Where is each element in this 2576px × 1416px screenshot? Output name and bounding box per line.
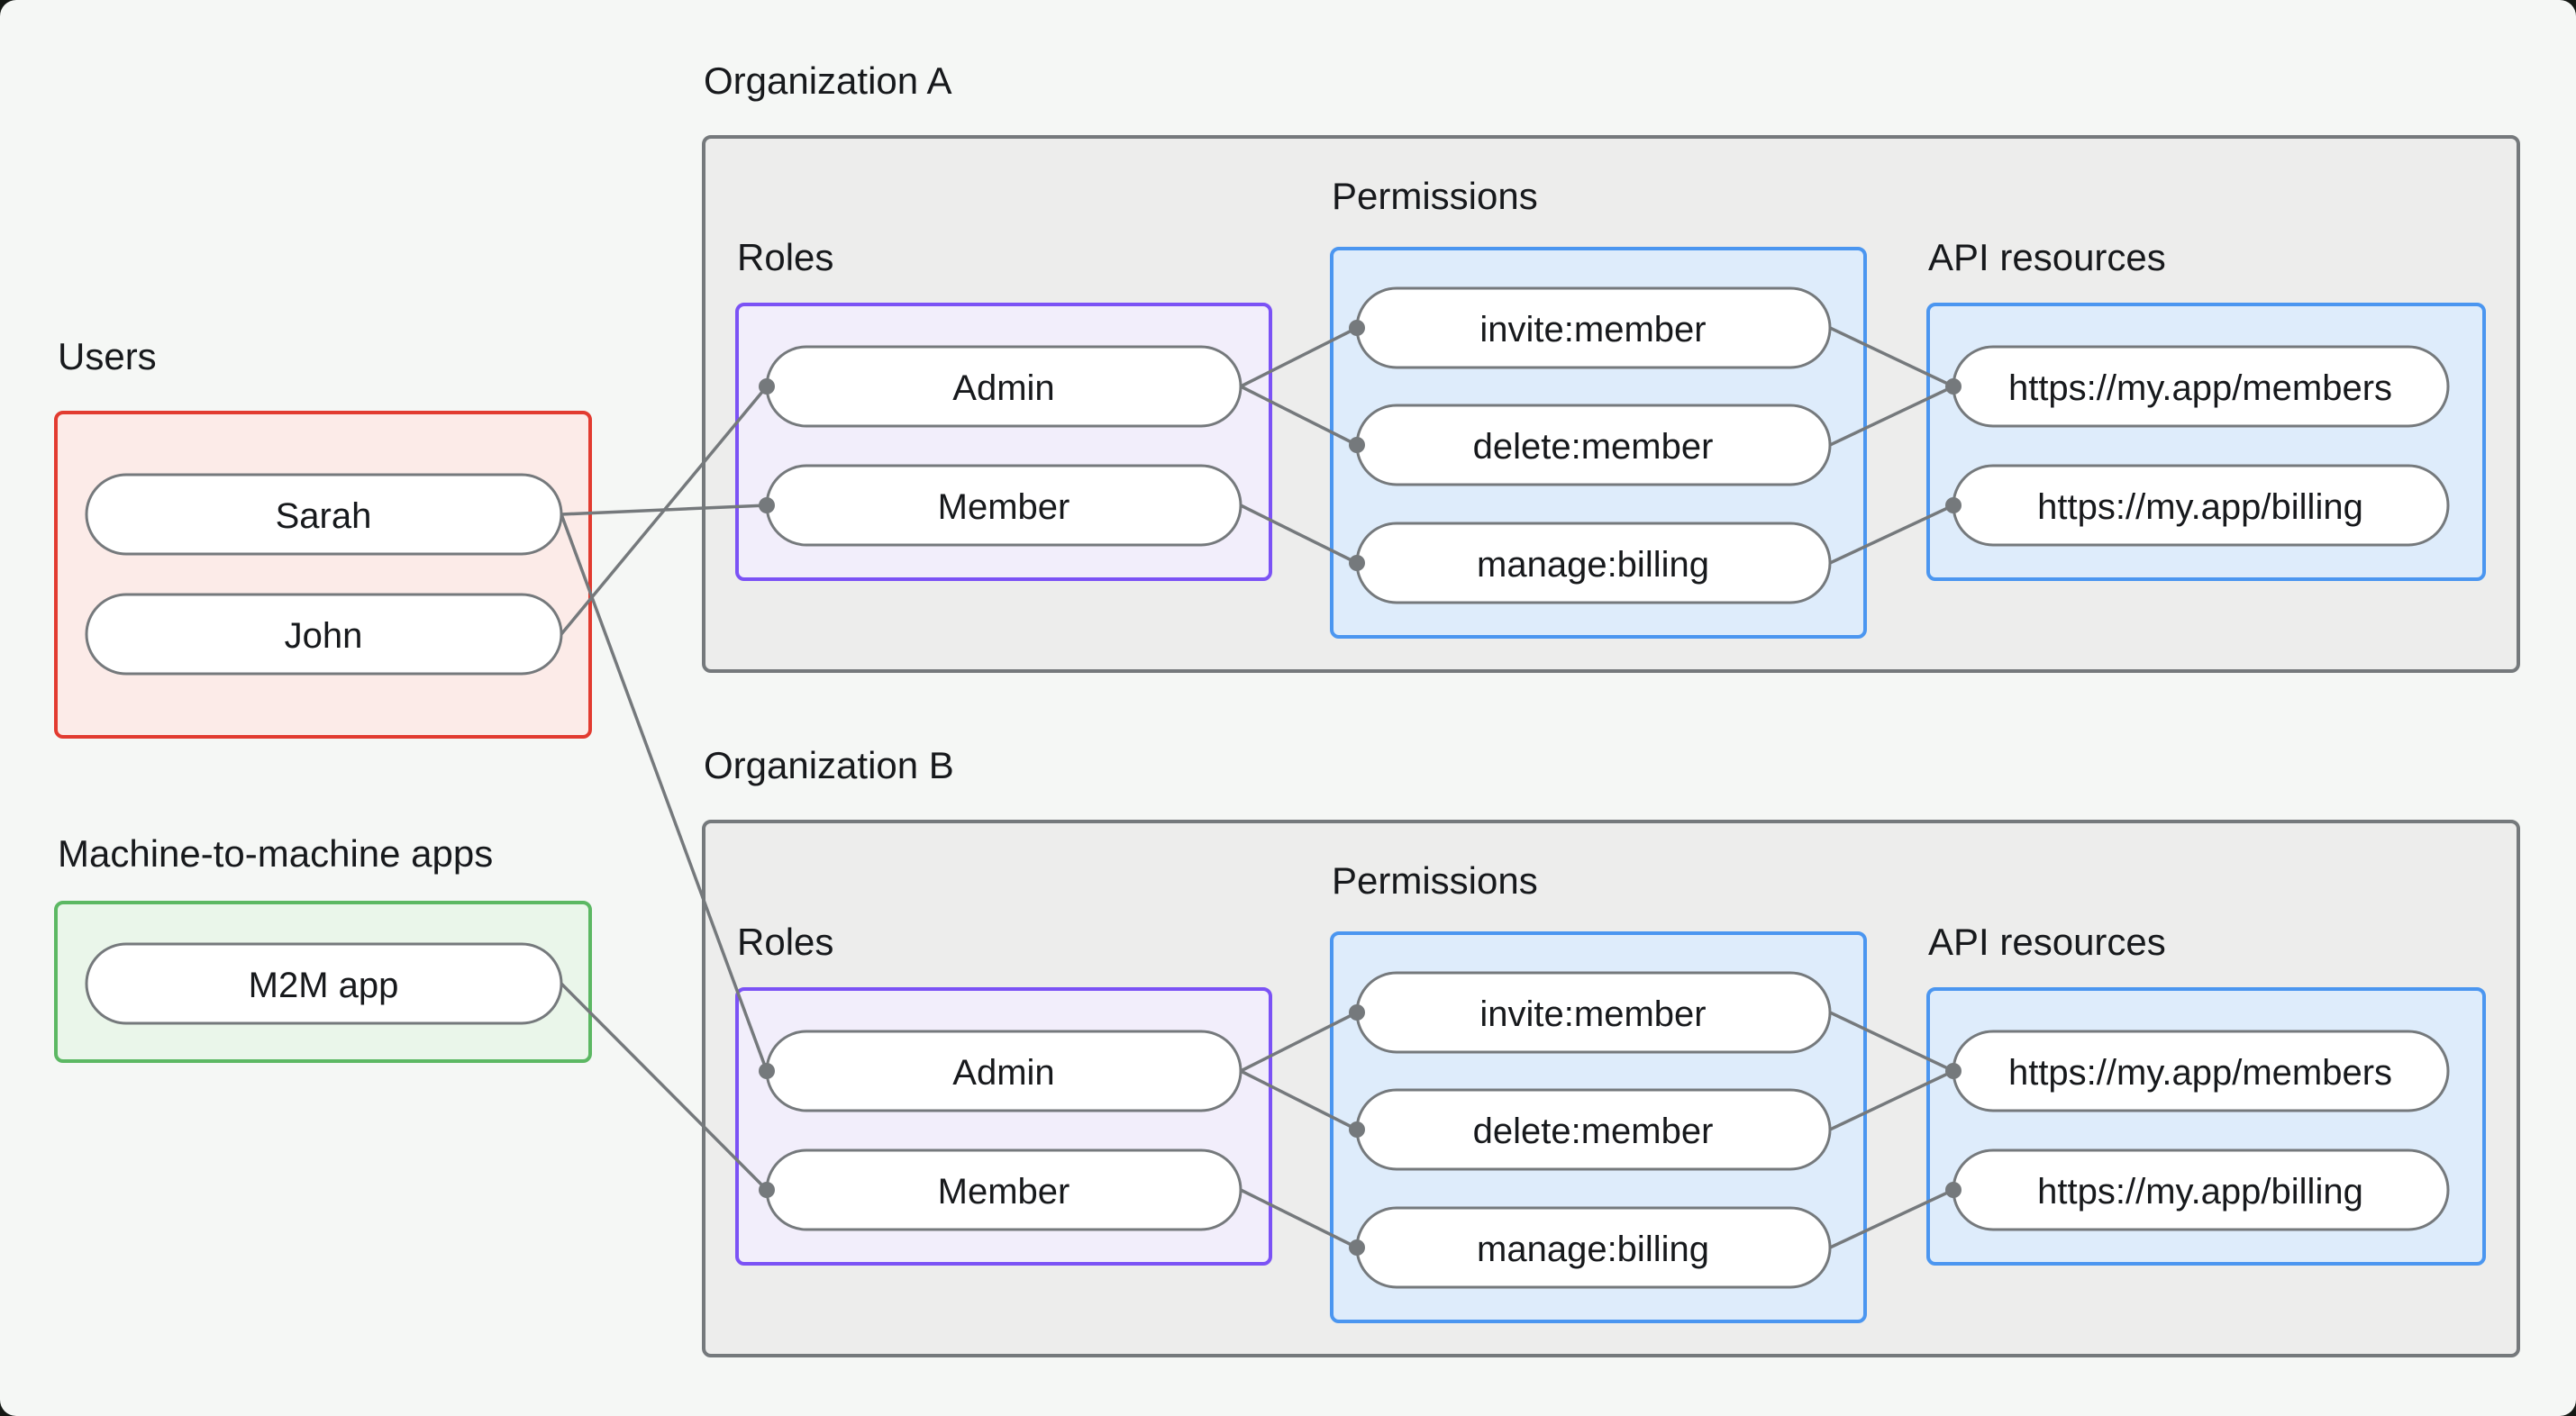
org-a-api-pill-members-label: https://my.app/members [2008,368,2392,408]
org-b-permission-pill-delete-label: delete:member [1473,1112,1714,1151]
connection-dot-orgB-manage [1349,1239,1365,1256]
edge-sarah-to-orgB-admin [560,513,769,1072]
connection-dot-orgA-members-api [1945,378,1962,395]
org-a-permission-pill-delete-label: delete:member [1473,427,1714,467]
org-a-role-pill-member-label: Member [938,487,1070,527]
connection-dot-orgA-delete [1349,437,1365,453]
org-b-role-pill-admin: Admin [765,1030,1242,1112]
connection-dot-orgB-delete [1349,1121,1365,1138]
org-a-permissions-label: Permissions [1332,175,1538,217]
user-pill-sarah-shape [85,473,563,556]
user-pill-john-shape [85,593,563,676]
user-pill-sarah-label: Sarah [276,496,372,536]
org-a-title: Organization A [704,59,952,102]
edge-orgB-admin-to-invite [1240,1011,1358,1073]
edge-orgA-invite-to-members-api [1829,326,1954,388]
org-b-role-pill-admin-label: Admin [952,1053,1054,1093]
org-a-role-pill-admin: Admin [765,345,1242,428]
connection-dot-orgA-invite [1349,320,1365,336]
org-a-role-pill-member: Member [765,464,1242,547]
org-b-permissions-label: Permissions [1332,859,1538,902]
connection-dot-orgB-member [759,1182,775,1198]
user-pill-john: John [85,593,563,676]
edge-orgB-invite-to-members-api [1829,1011,1954,1073]
edge-orgA-admin-to-delete [1240,385,1358,447]
connection-dot-orgA-admin [759,378,775,395]
org-a-api-pill-billing-label: https://my.app/billing [2037,487,2363,527]
org-b-permission-pill-delete: delete:member [1355,1088,1832,1171]
org-b-api-pill-members: https://my.app/members [1952,1030,2450,1112]
m2m-app-pill-label: M2M app [249,966,399,1005]
org-a-api-pill-billing: https://my.app/billing [1952,464,2450,547]
edge-orgA-delete-to-members-api [1829,385,1954,447]
edge-john-to-orgA-admin [560,385,769,636]
org-a-permission-pill-delete: delete:member [1355,404,1832,486]
m2m-section-label: Machine-to-machine apps [58,832,493,875]
org-b-api-label: API resources [1928,921,2166,963]
m2m-app-pill-shape [85,942,563,1025]
connection-dot-orgB-billing-api [1945,1182,1962,1198]
m2m-app-pill: M2M app [85,942,563,1025]
org-a-api-label: API resources [1928,236,2166,278]
org-b-permission-pill-manage: manage:billing [1355,1206,1832,1289]
edge-m2m-to-orgB-member [560,982,769,1192]
edge-orgB-delete-to-members-api [1829,1069,1954,1131]
org-a-role-pill-admin-label: Admin [952,368,1054,408]
org-b-permission-pill-manage-label: manage:billing [1477,1230,1709,1269]
org-b-permission-pill-invite-label: invite:member [1479,994,1706,1034]
org-b-title: Organization B [704,744,954,786]
user-pill-sarah: Sarah [85,473,563,556]
edge-orgB-admin-to-delete [1240,1069,1358,1131]
org-a-roles-label: Roles [737,236,833,278]
connection-dot-orgA-manage [1349,555,1365,571]
org-a-permission-pill-invite: invite:member [1355,286,1832,369]
users-section-label: Users [58,335,157,377]
connection-dot-orgA-billing-api [1945,497,1962,513]
org-b-role-pill-member: Member [765,1148,1242,1231]
org-b-role-pill-member-label: Member [938,1172,1070,1212]
connection-dot-orgA-member [759,497,775,513]
edge-orgA-admin-to-invite [1240,326,1358,388]
org-b-roles-label: Roles [737,921,833,963]
edge-orgA-manage-to-billing-api [1829,504,1954,565]
org-b-api-pill-billing-label: https://my.app/billing [2037,1172,2363,1212]
org-a-permission-pill-manage: manage:billing [1355,522,1832,604]
edge-orgB-manage-to-billing-api [1829,1188,1954,1249]
org-b-permission-pill-invite: invite:member [1355,971,1832,1054]
user-pill-john-label: John [285,616,363,656]
users-group-box [54,411,592,739]
connection-dot-orgB-invite [1349,1004,1365,1021]
org-a-api-pill-members: https://my.app/members [1952,345,2450,428]
org-b-api-pill-members-label: https://my.app/members [2008,1053,2392,1093]
org-b-api-pill-billing: https://my.app/billing [1952,1148,2450,1231]
connection-dot-orgB-members-api [1945,1063,1962,1079]
org-a-permission-pill-invite-label: invite:member [1479,310,1706,349]
edge-orgB-member-to-manage [1240,1188,1358,1249]
edge-orgA-member-to-manage [1240,504,1358,565]
org-a-permission-pill-manage-label: manage:billing [1477,545,1709,585]
connection-dot-orgB-admin [759,1063,775,1079]
